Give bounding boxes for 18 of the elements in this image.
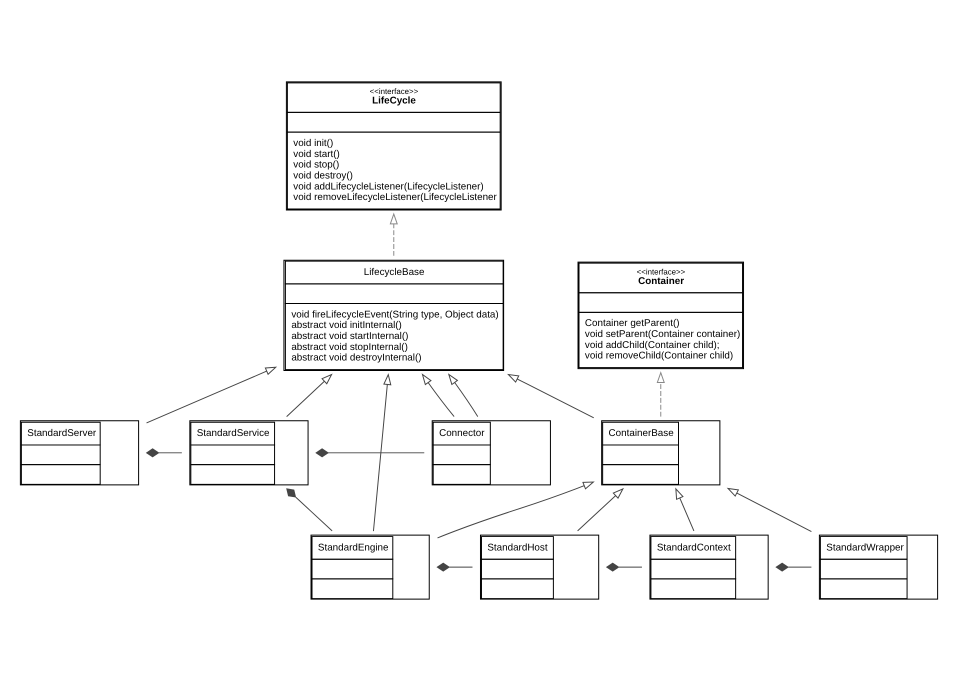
arrow xyxy=(422,373,455,418)
arrow xyxy=(390,212,398,256)
arrow xyxy=(507,374,594,418)
connector xyxy=(775,562,812,572)
arrow xyxy=(656,371,665,418)
connector xyxy=(606,562,642,572)
arrow xyxy=(286,374,333,418)
arrow xyxy=(448,373,478,418)
connector xyxy=(315,448,425,458)
connector xyxy=(286,488,333,532)
arrow xyxy=(146,366,278,424)
connector xyxy=(436,562,473,572)
arrow xyxy=(726,488,812,532)
connector xyxy=(146,448,182,458)
arrow xyxy=(437,481,595,538)
arrow xyxy=(577,488,624,532)
arrow xyxy=(675,488,694,532)
arrow xyxy=(372,373,392,532)
